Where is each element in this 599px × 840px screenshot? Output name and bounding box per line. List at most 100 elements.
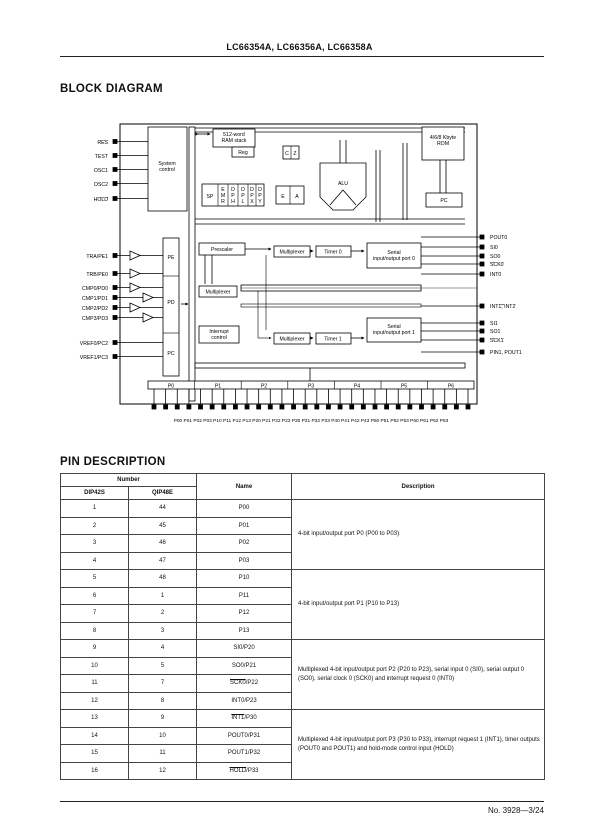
program-counter-label: PC [440,198,447,204]
header-name: Name [196,473,293,500]
serial-port1-label-2: input/output port 1 [373,330,415,336]
port-label-p0: P0 [168,384,174,390]
pin-label-so0: SO0 [490,254,500,260]
rom-block [421,126,465,161]
block-diagram-title: BLOCK DIAGRAM [60,83,163,95]
port-pin-marker [174,404,180,410]
interrupt-control-label-2: control [211,335,227,341]
port-pin-marker [337,404,343,410]
description-port-p1: 4-bit input/output port P1 (P10 to P13) [291,569,546,640]
prescaler-label: Prescaler [211,247,233,253]
a-register-label: A [295,194,299,200]
port-column [162,237,180,377]
pin-label-res: RES [97,140,108,146]
multiplexer0-label: Multiplexer [279,250,304,256]
port-pin-marker [326,404,331,410]
port-pin-marker [384,404,389,410]
pin-label-vref0-pc2: VREF0/PC2 [80,341,108,347]
port-pin-marker [453,404,459,410]
multiplexer-left-block [198,285,238,298]
pin-label-pout0: POUT0 [490,235,507,241]
header-number: Number [59,473,198,487]
interrupt-control-label-1: Interrupt [209,329,229,335]
serial-port0-block [366,242,422,269]
port-row [147,380,475,390]
buffer-triangles [129,250,154,323]
port-label-p3: P3 [308,384,314,390]
svg-text:D: D [231,187,235,193]
svg-text:P: P [250,193,254,199]
pin-label-cmp3-pd3: CMP3/PD3 [82,316,108,322]
left-pin-labels: RES TEST OSC1 OSC2 HOLD TRA/PE1 TRB/PE0 … [80,140,109,361]
ram-stack-label-1: 512-word [223,132,245,138]
svg-text:X: X [250,199,254,205]
svg-text:D: D [250,187,254,193]
pin-label-osc2: OSC2 [94,182,108,188]
timer0-block [315,245,352,258]
pin-label-pin1-pout1: PIN1, POUT1 [490,350,522,356]
pin-label-sck0: SCK0 [490,262,504,268]
system-control-block [147,126,188,212]
pin-label-cmp2-pd2: CMP2/PD2 [82,306,108,312]
port-pin-markers [151,389,471,410]
system-control-label-1: System [158,161,175,167]
pd-port-label: PD [167,300,174,306]
port-pin-marker [349,404,355,410]
svg-text:D: D [241,187,245,193]
port-pin-marker [209,404,215,410]
port-pin-marker [442,404,448,410]
reg-block [231,146,255,158]
port-labels: P0 P1 P2 P3 P4 P5 P6 [168,384,454,390]
multiplexer1-block [273,332,311,345]
svg-text:R: R [221,199,225,205]
multiplexer-left-label: Multiplexer [205,290,230,296]
interrupt-control-block [198,325,240,344]
port-pin-marker [151,404,157,410]
pin-description-title: PIN DESCRIPTION [60,456,166,468]
port-pin-marker [314,404,320,410]
rom-label-1: 4/6/8 Kbyte [430,135,456,141]
multiplexer0-block [273,245,311,258]
multiplexer1-label: Multiplexer [279,337,304,343]
port-pin-marker [279,404,285,410]
block-diagram: RES TEST OSC1 OSC2 HOLD TRA/PE1 TRB/PE0 … [80,123,522,424]
port-label-p2: P2 [261,384,267,390]
e-register-label: E [281,194,285,200]
port-pin-marker [291,404,296,410]
port-label-p4: P4 [354,384,360,390]
port-pin-marker [407,404,413,410]
pin-label-hold: HOLD [94,197,109,203]
pin-label-trb-pe0: TRB/PE0 [86,272,108,278]
description-port-p2: Multiplexed 4-bit input/output port P2 (… [291,639,546,710]
port-pin-marker [186,404,192,410]
pin-label-sck1: SCK1 [490,338,504,344]
document-header-title: LC66354A, LC66356A, LC66358A [226,42,373,52]
port-pin-marker [221,404,227,410]
ram-stack-label-2: RAM stack [221,138,246,144]
pin-label-int1-int2: INT1, INT2 [490,304,515,310]
serial-port1-label-1: Serial [387,324,400,330]
reg-label: Reg [238,150,248,156]
timer1-block [315,332,352,345]
timer1-label: Timer 1 [324,337,342,343]
program-counter-block [425,192,463,208]
port-pin-marker [256,404,262,410]
svg-text:P: P [241,193,245,199]
pin-label-cmp0-pd0: CMP0/PD0 [82,286,108,292]
port-pin-marker [198,404,203,410]
port-pin-marker [302,404,308,410]
right-pin-markers [421,234,485,355]
svg-text:L: L [242,199,245,205]
header-description: Description [291,473,546,500]
port-label-p1: P1 [215,384,221,390]
description-port-p3: Multiplexed 4-bit input/output port P3 (… [291,709,546,780]
footer-rule [60,801,544,802]
description-port-p0: 4-bit input/output port P0 (P00 to P03) [291,499,546,570]
